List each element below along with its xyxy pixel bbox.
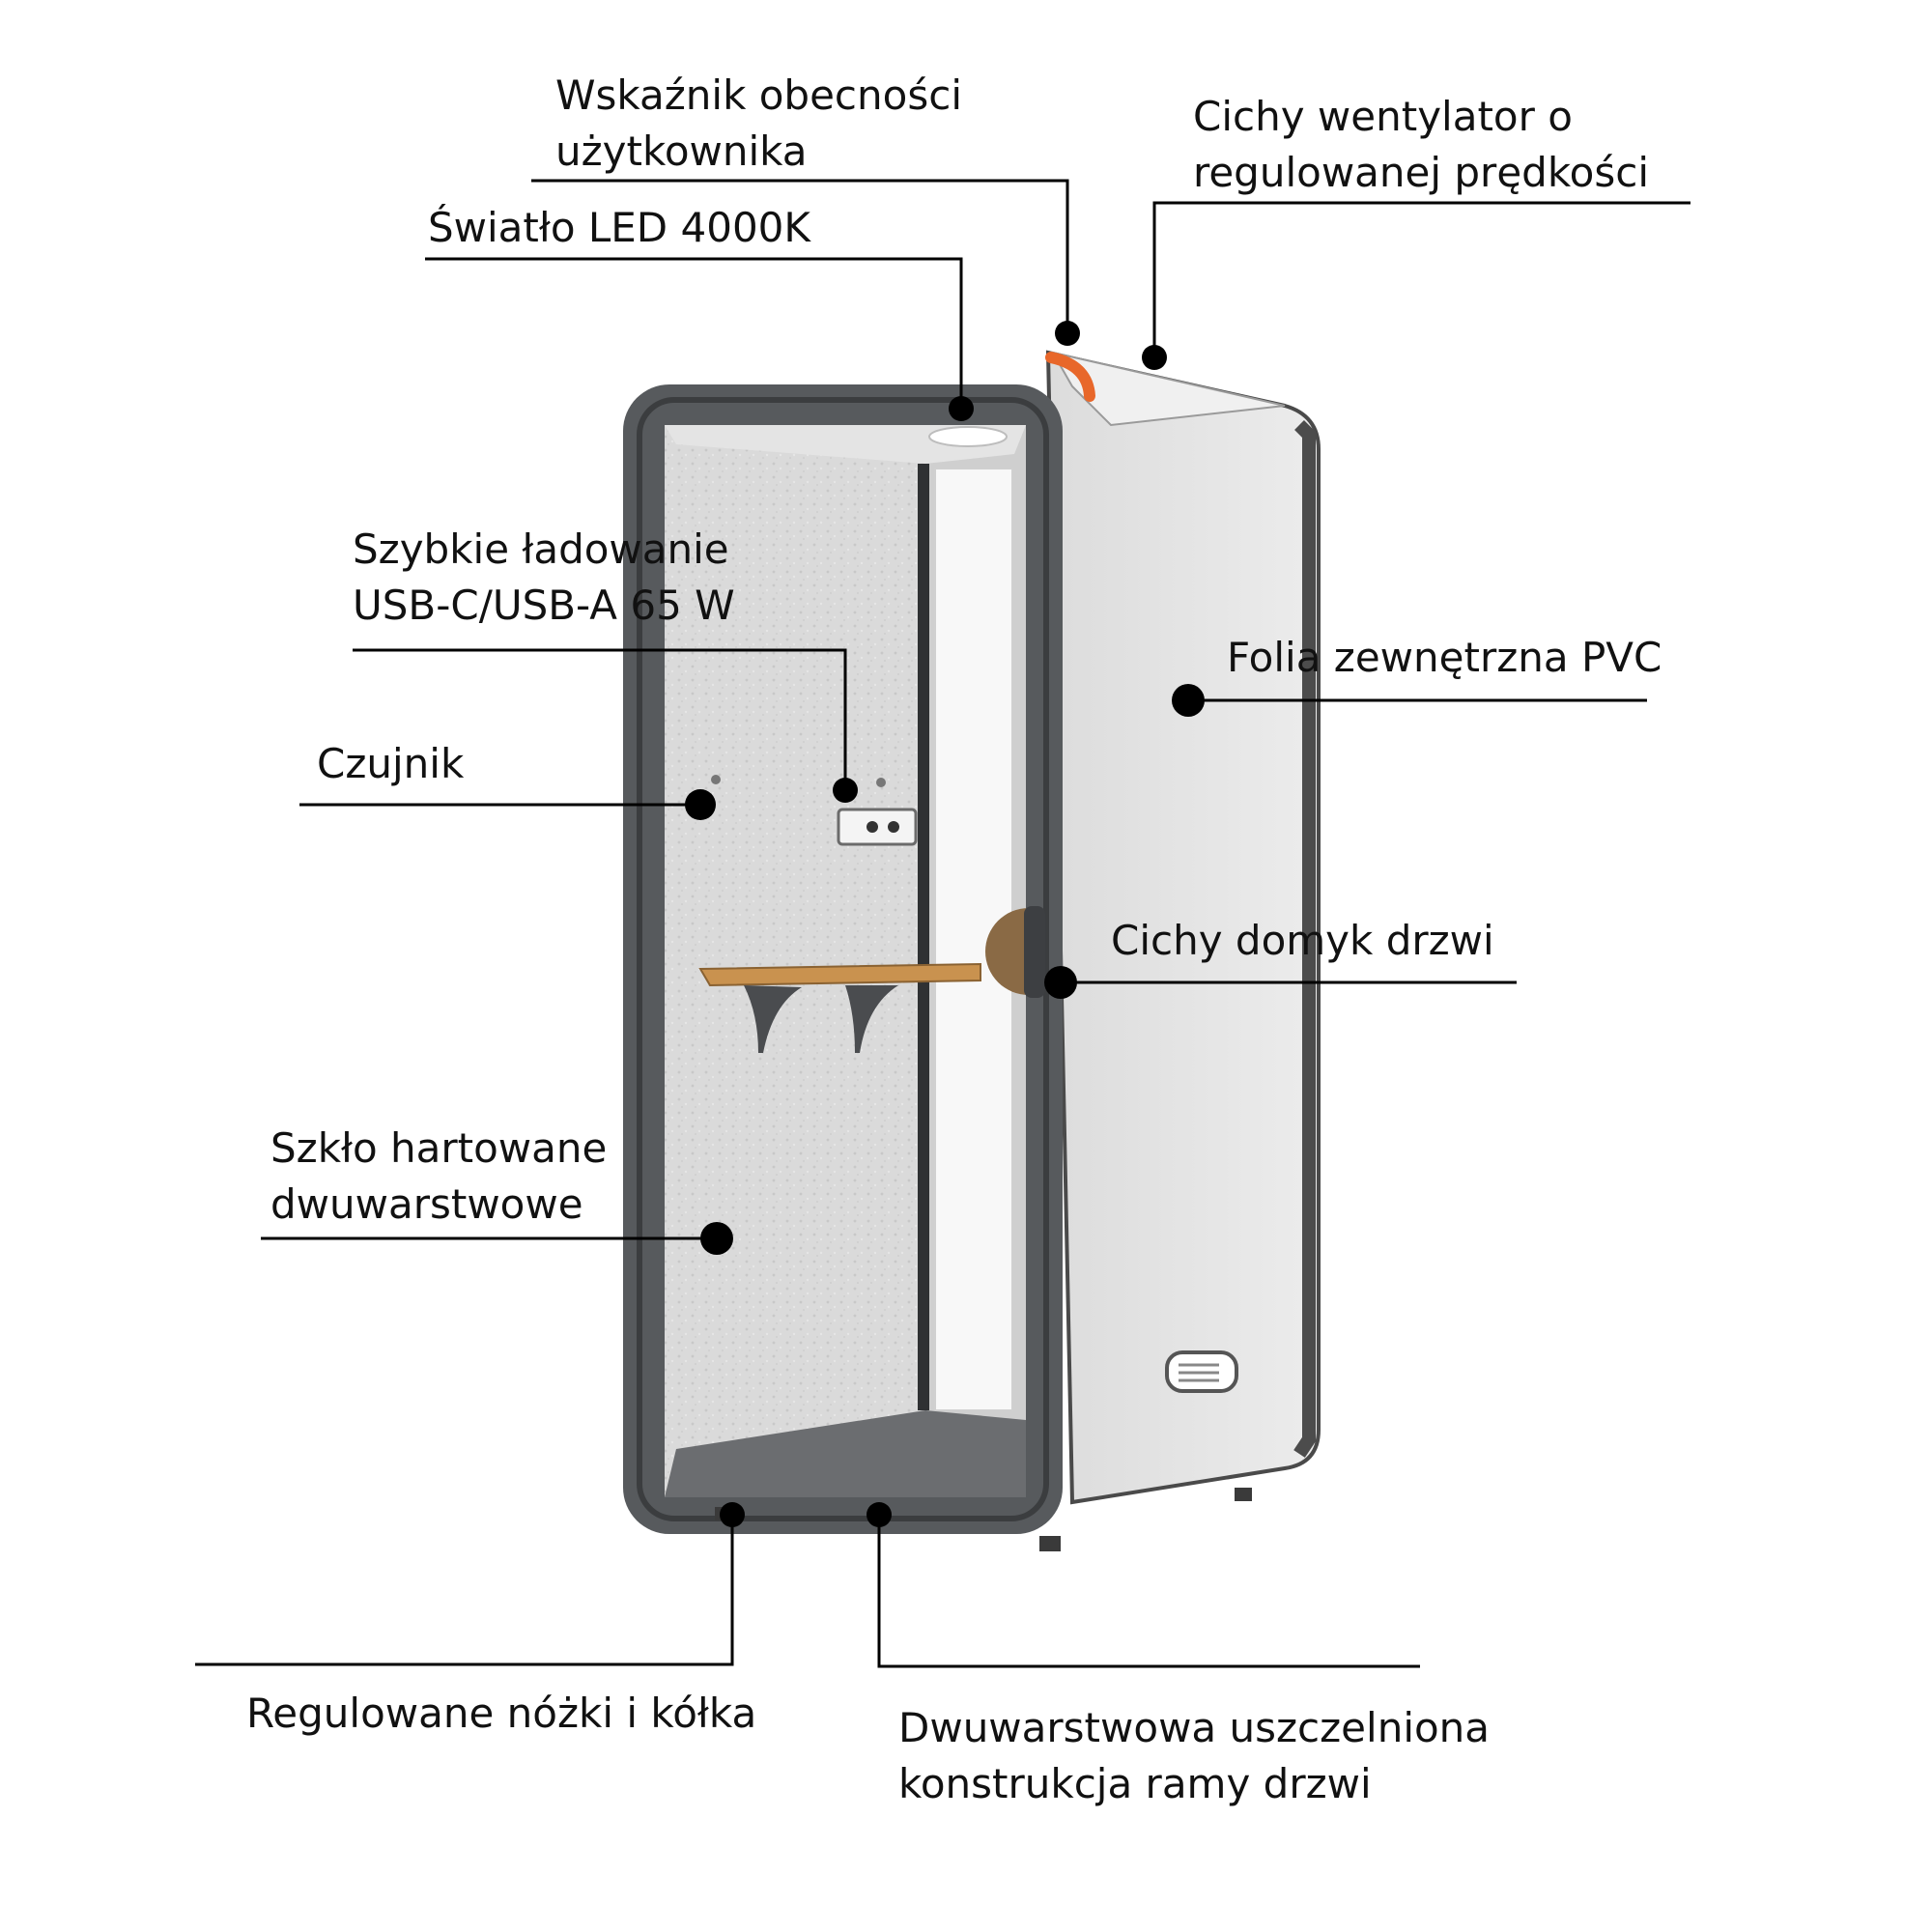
label-line: Wskaźnik obecności [555, 71, 962, 119]
callout-dots [685, 321, 1205, 1527]
label-line: użytkownika [555, 128, 808, 175]
label-line: Folia zewnętrzna PVC [1227, 634, 1662, 681]
leader-led [425, 257, 963, 409]
wall-corner-left [918, 464, 929, 1410]
label-door-frame: Dwuwarstwowa uszczelniona konstrukcja ra… [898, 1700, 1490, 1812]
label-line: dwuwarstwowe [270, 1180, 583, 1228]
label-line: Czujnik [317, 740, 465, 787]
dot-door [1044, 966, 1077, 999]
label-led: Światło LED 4000K [428, 200, 810, 256]
label-line: Cichy domyk drzwi [1111, 917, 1494, 964]
sensor-dot [711, 775, 721, 784]
foot [1039, 1536, 1061, 1551]
floor [665, 1410, 1026, 1497]
dot-pvc [1172, 684, 1205, 717]
label-tempered-glass: Szkło hartowane dwuwarstwowe [270, 1121, 607, 1233]
door-handle [985, 908, 1029, 995]
leader-presence [531, 179, 1069, 333]
back-felt-wall [665, 425, 925, 1497]
label-sensor: Czujnik [317, 736, 464, 792]
label-line: Dwuwarstwowa uszczelniona [898, 1704, 1491, 1751]
label-pvc-film: Folia zewnętrzna PVC [1227, 630, 1662, 686]
leader-lines [195, 179, 1690, 1668]
dot-glass [700, 1222, 733, 1255]
label-line: konstrukcja ramy drzwi [898, 1760, 1372, 1807]
label-line: USB-C/USB-A 65 W [353, 582, 735, 629]
label-presence-indicator: Wskaźnik obecności użytkownika [555, 68, 962, 180]
side-panel [1045, 350, 1321, 1505]
sensor-dot [876, 778, 886, 787]
label-line: Regulowane nóżki i kółka [246, 1690, 757, 1737]
dot-presence [1055, 321, 1080, 346]
label-door-closer: Cichy domyk drzwi [1111, 913, 1494, 969]
dot-usb [833, 778, 858, 803]
top-panel [1051, 351, 1286, 427]
door-handle-bar [1024, 906, 1045, 998]
leader-feet [195, 1515, 734, 1666]
foot [1235, 1488, 1252, 1501]
label-usb-charging: Szybkie ładowanie USB-C/USB-A 65 W [353, 522, 735, 634]
presence-indicator-light [1045, 352, 1095, 402]
side-panel-edge [1293, 420, 1316, 1458]
desk-bracket [845, 985, 898, 1053]
desk [698, 962, 981, 987]
leader-frame [877, 1515, 1420, 1668]
label-line: Szkło hartowane [270, 1124, 608, 1172]
label-line: Szybkie ładowanie [353, 526, 729, 573]
leader-fan [1152, 201, 1690, 357]
label-line: Cichy wentylator o [1193, 93, 1573, 140]
leader-usb [353, 648, 847, 790]
label-line: regulowanej prędkości [1193, 149, 1649, 196]
dot-fan [1142, 345, 1167, 370]
dot-feet [720, 1502, 745, 1527]
label-line: Światło LED 4000K [428, 204, 810, 251]
desk-bracket [744, 985, 802, 1053]
label-fan: Cichy wentylator o regulowanej prędkości [1193, 89, 1649, 201]
usb-port [867, 821, 878, 833]
dot-frame [867, 1502, 892, 1527]
dot-led [949, 396, 974, 421]
usb-port [888, 821, 899, 833]
label-feet-wheels: Regulowane nóżki i kółka [246, 1686, 756, 1742]
dot-sensor [685, 789, 716, 820]
front-frame-inner-edge [637, 397, 1049, 1521]
led-light [928, 426, 1008, 447]
